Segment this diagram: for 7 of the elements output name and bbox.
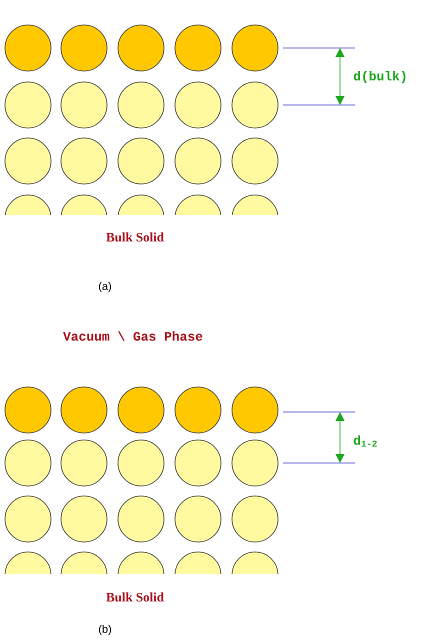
panel-label: (b) <box>98 624 112 636</box>
panel-label: (a) <box>98 282 112 292</box>
dimension-label: d(bulk) <box>354 70 406 84</box>
region-label: Vacuum \ Gas Phase <box>63 331 202 341</box>
region-label: Bulk Solid <box>106 232 164 242</box>
dimension-label: d$_{1-2}$ <box>354 435 377 447</box>
region-label: Bulk Solid <box>106 592 164 602</box>
